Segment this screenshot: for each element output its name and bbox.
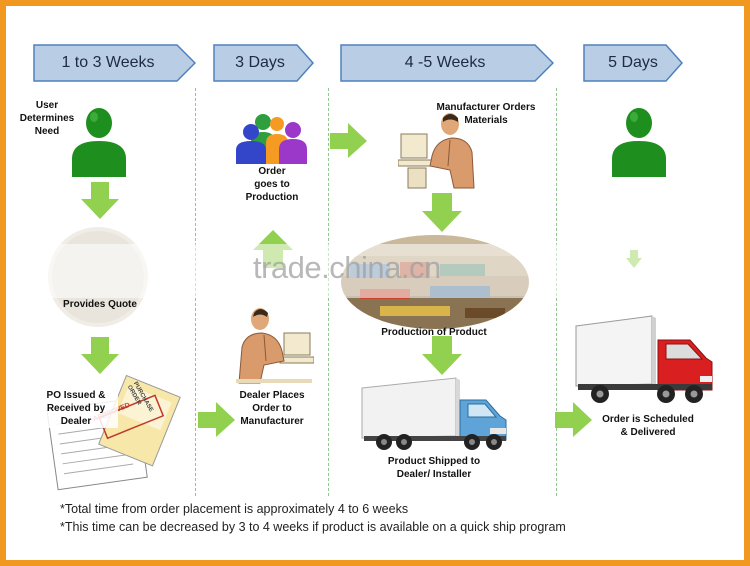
manufacturer-at-computer-icon [398, 113, 475, 189]
arrow-down-icon [81, 337, 119, 374]
group-people-icon [236, 114, 307, 164]
footnote-quick-ship: *This time can be decreased by 3 to 4 we… [60, 520, 566, 534]
phase-header-4-label: 5 Days [608, 54, 658, 71]
dealer-at-computer-icon [236, 308, 314, 384]
phase-header-1-label: 1 to 3 Weeks [61, 54, 155, 71]
arrow-down-icon [81, 182, 119, 219]
phase-header-2: 3 Days [213, 44, 314, 82]
arrow-down-icon [422, 336, 462, 375]
step-provides-quote: Provides Quote [63, 299, 137, 310]
step-order-to-production: Order goes to Production [245, 166, 299, 203]
blue-truck-icon [361, 377, 507, 450]
step-manufacturer-orders: Manufacturer Orders Materials [436, 102, 536, 126]
phase-header-1: 1 to 3 Weeks [33, 44, 196, 82]
phase-header-4: 5 Days [583, 44, 683, 82]
phase-header-2-label: 3 Days [235, 54, 285, 71]
arrow-right-icon [330, 123, 367, 158]
step-production-of-product: Production of Product [381, 327, 487, 338]
watermark-band [6, 244, 744, 298]
user-person-icon [72, 108, 126, 177]
customer-person-icon [612, 108, 666, 177]
arrow-right-icon [198, 402, 235, 437]
diagram-frame: 1 to 3 Weeks 3 Days 4 -5 Weeks 5 Days Us… [6, 6, 744, 560]
arrow-down-icon [422, 193, 462, 232]
step-order-scheduled: Order is Scheduled & Delivered [602, 414, 694, 438]
footnote-total-time: *Total time from order placement is appr… [60, 502, 409, 516]
phase-header-3-label: 4 -5 Weeks [404, 54, 486, 71]
step-user-determines-need: User Determines Need [19, 100, 75, 137]
step-product-shipped: Product Shipped to Dealer/ Installer [387, 456, 481, 480]
step-po-issued: PO Issued & Received by Dealer [34, 389, 118, 428]
delivery-truck-icon [575, 315, 713, 403]
step-dealer-places-order: Dealer Places Order to Manufacturer [239, 390, 305, 427]
arrow-right-icon [555, 402, 592, 437]
phase-header-3: 4 -5 Weeks [340, 44, 554, 82]
watermark-text: trade.china.cn [253, 250, 441, 285]
